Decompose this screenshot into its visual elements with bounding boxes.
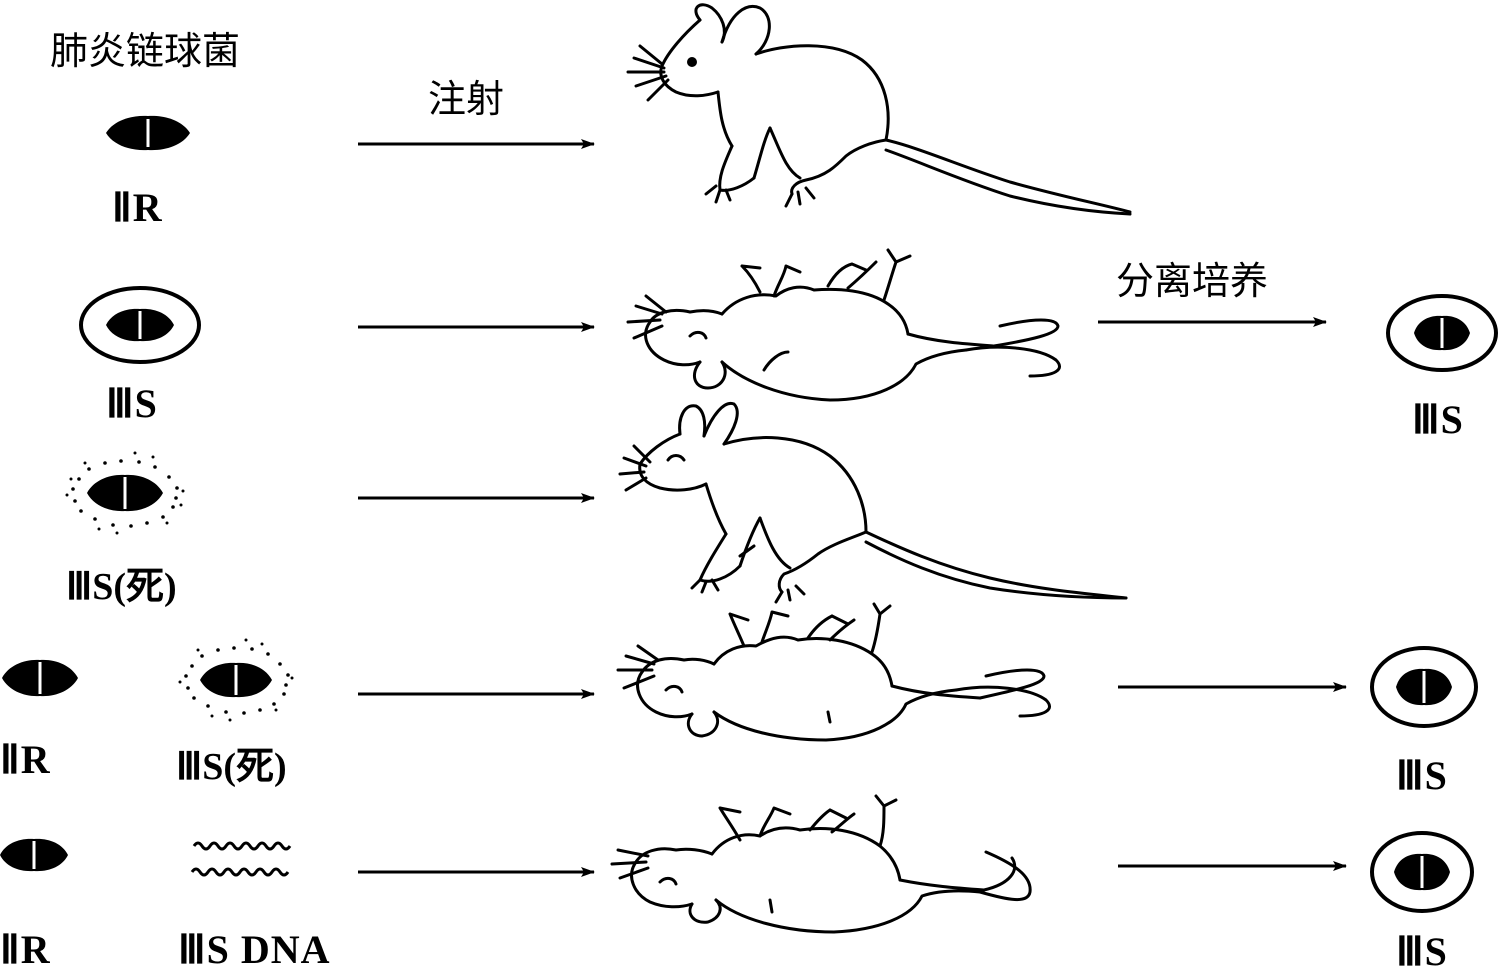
row5-result-label: ⅢS [1396,929,1448,974]
culture-arrows [1098,317,1347,871]
row5-r-bacterium [0,838,68,872]
row3-bacteria-label: ⅢS(死) [66,566,177,608]
row2-s-bacterium [79,286,201,364]
inject-label: 注射 [428,77,505,121]
row5-dead-mouse [610,794,1032,934]
row4-dead-mouse [616,602,1051,742]
row4-r-bacterium [2,659,78,697]
row3-live-mouse [618,401,1128,604]
row5-bacteria-label-r: ⅡR [0,927,51,972]
diagram-title: 肺炎链球菌 [50,29,241,73]
row4-bacteria-label-s: ⅢS(死) [176,746,287,788]
row4-bacteria-label-r: ⅡR [0,737,51,782]
row1-live-mouse [626,3,1132,216]
row2-result-label: ⅢS [1412,397,1464,442]
isolate-culture-label: 分离培养 [1116,259,1269,303]
row2-result-s-bacterium [1386,294,1498,372]
row2-bacteria-label: ⅢS [106,381,158,426]
row4-result-s-bacterium [1370,646,1478,728]
row5-result-s-bacterium [1370,831,1474,913]
row2-dead-mouse [626,248,1061,402]
row4-result-label: ⅢS [1396,753,1448,798]
row3-dead-s-bacterium [65,451,185,535]
row5-dna-strands [190,841,292,877]
row1-bacteria-label: ⅡR [112,185,163,230]
injection-arrows [358,139,595,877]
row5-bacteria-label-dna: ⅢS DNA [178,927,331,972]
row1-r-bacterium [106,115,190,151]
row4-dead-s-bacterium [178,638,294,722]
